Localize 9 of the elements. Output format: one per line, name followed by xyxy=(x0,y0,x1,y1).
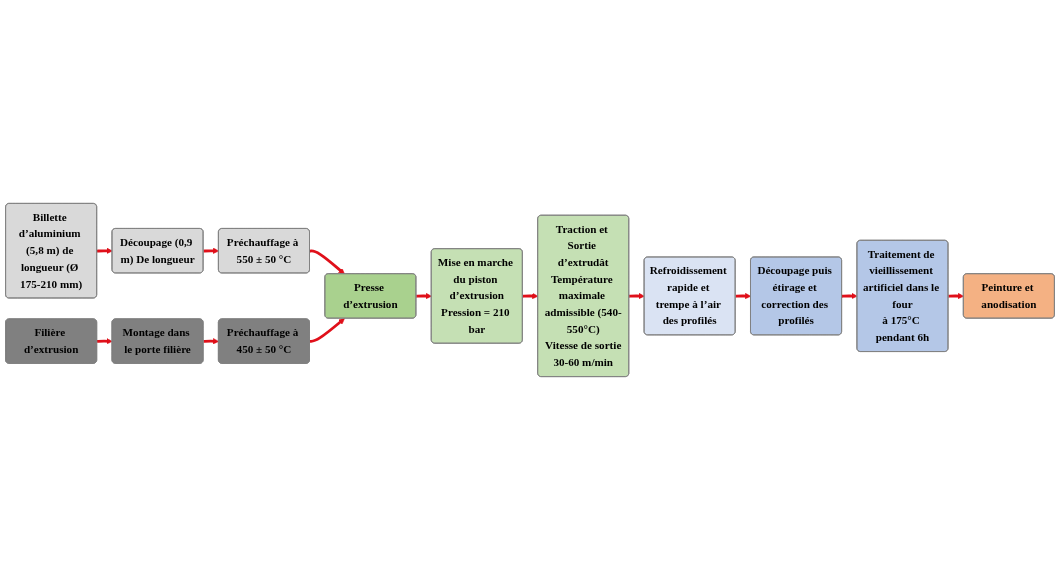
arrow xyxy=(203,338,220,345)
arrow xyxy=(309,318,345,343)
arrow xyxy=(841,292,858,300)
arrow xyxy=(948,292,964,300)
arrow xyxy=(309,249,345,275)
arrow xyxy=(96,338,113,345)
arrow xyxy=(96,247,113,254)
arrow xyxy=(522,292,539,300)
arrow xyxy=(628,292,645,300)
